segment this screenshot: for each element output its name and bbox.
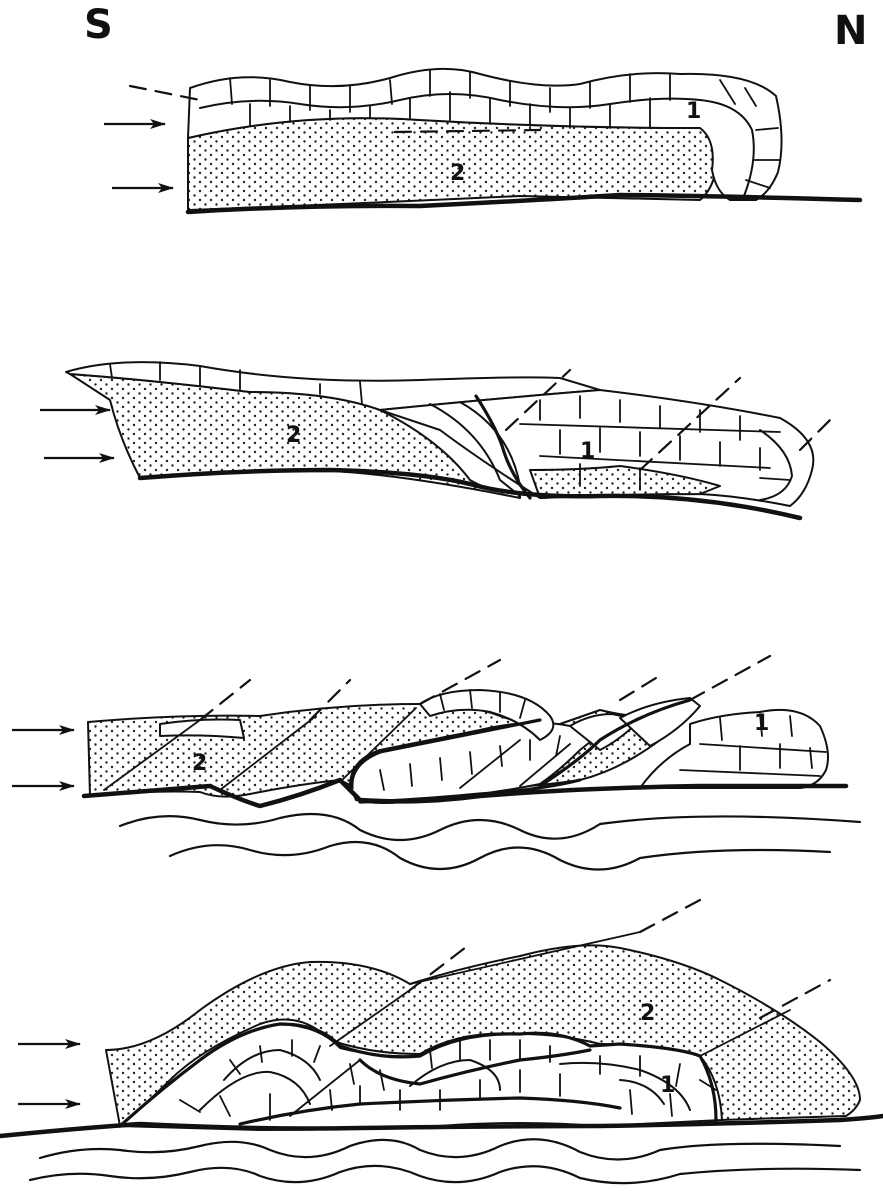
projected-fault-dashed <box>760 980 830 1018</box>
limestone-slice <box>160 720 244 739</box>
south-label: S <box>84 2 113 48</box>
projected-fault-dashed <box>690 656 770 700</box>
unit-1-label: 1 <box>660 1073 675 1098</box>
projected-fault-dashed <box>200 680 250 720</box>
basement-fold <box>120 814 860 840</box>
basement-fold <box>40 1139 840 1159</box>
stage-2: 1 2 <box>40 362 830 518</box>
unit-2-label: 2 <box>286 423 301 448</box>
stage-3: 1 2 <box>12 656 860 870</box>
unit-1-label: 1 <box>686 99 701 124</box>
unit-2-label: 2 <box>640 1001 655 1026</box>
unit-1-label: 1 <box>754 711 769 736</box>
projected-fault-dashed <box>620 678 656 700</box>
unit-1-label: 1 <box>580 439 595 464</box>
stage-1: 1 2 <box>104 69 860 212</box>
basement-fold <box>30 1166 860 1183</box>
projected-fault-dashed <box>640 900 700 932</box>
projected-fault-dashed <box>800 420 830 450</box>
basement-fold <box>170 842 830 870</box>
north-label: N <box>834 8 867 54</box>
unit-2-label: 2 <box>450 161 465 186</box>
unit-2-label: 2 <box>192 751 207 776</box>
stage-4: 1 2 <box>0 900 883 1183</box>
